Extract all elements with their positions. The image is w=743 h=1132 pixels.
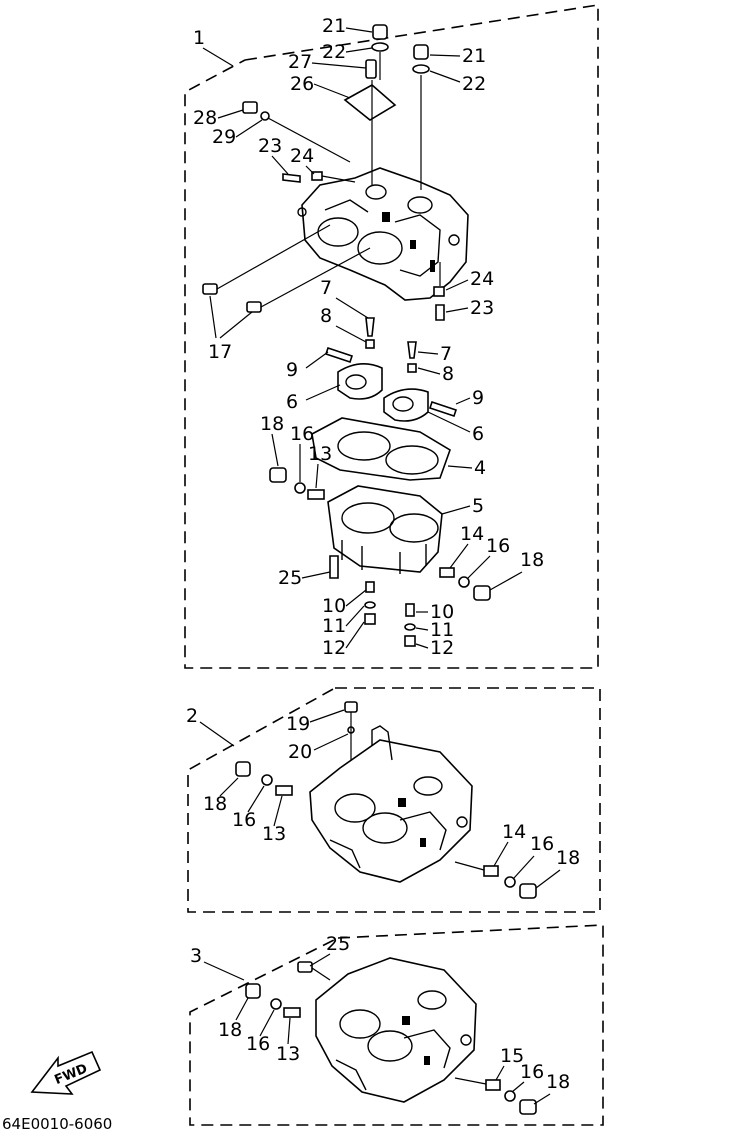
part-label: 6 [286, 391, 298, 413]
part-label: 18 [546, 1071, 570, 1093]
part-label: 29 [212, 126, 236, 148]
part-label: 4 [474, 457, 486, 479]
part-label: 24 [290, 145, 314, 167]
bottom-parts-group1 [329, 555, 416, 647]
part-label: 20 [288, 741, 312, 763]
part-label: 13 [308, 443, 332, 465]
part-label: 11 [430, 619, 454, 641]
side-fasteners-left [202, 101, 371, 313]
part-label: 21 [462, 45, 486, 67]
part-label: 22 [462, 73, 486, 95]
group-label-2: 2 [186, 705, 198, 727]
part-label: 15 [500, 1045, 524, 1067]
group-label-1: 1 [193, 27, 205, 49]
part-label: 9 [286, 359, 298, 381]
carburetor-assembly-3 [315, 957, 477, 1103]
part-label: 7 [320, 277, 332, 299]
part-label: 17 [208, 341, 232, 363]
part-label: 28 [193, 107, 217, 129]
assembly-1-boundary [184, 4, 599, 669]
assembly-1: 1 [184, 4, 599, 669]
part-label: 25 [326, 933, 350, 955]
group-label-3: 3 [190, 945, 202, 967]
part-label: 21 [322, 15, 346, 37]
part-label: 26 [290, 73, 314, 95]
part-label: 18 [203, 793, 227, 815]
part-label: 16 [520, 1061, 544, 1083]
part-label: 16 [246, 1033, 270, 1055]
part-label: 27 [288, 51, 312, 73]
fasteners-assembly-3 [245, 961, 537, 1115]
part-label: 9 [472, 387, 484, 409]
float-components [324, 317, 458, 422]
part-label: 8 [442, 363, 454, 385]
part-label: 5 [472, 495, 484, 517]
assembly-2: 2 19 20 [186, 687, 601, 913]
forward-direction-arrow: FWD [30, 1050, 102, 1095]
gasket [311, 417, 451, 481]
part-label: 18 [520, 549, 544, 571]
assembly-2-labels: 19 20 18 16 13 14 16 18 [203, 709, 580, 889]
assembly-3-labels: 25 18 16 13 15 16 18 [218, 933, 570, 1105]
assembly-3-boundary [189, 924, 604, 1126]
top-fasteners [343, 24, 430, 190]
assembly-3: 3 25 18 1 [189, 924, 604, 1126]
side-fasteners-right [433, 262, 445, 321]
part-label: 19 [286, 713, 310, 735]
part-label: 12 [322, 637, 346, 659]
part-label: 10 [322, 595, 346, 617]
left-screws-group1 [269, 467, 325, 500]
part-label: 12 [430, 637, 454, 659]
part-label: 14 [502, 821, 526, 843]
part-label: 6 [472, 423, 484, 445]
part-label: 22 [322, 41, 346, 63]
part-label: 18 [556, 847, 580, 869]
assembly-2-boundary [187, 687, 601, 913]
carburetor-assembly-2 [309, 725, 473, 883]
part-label: 11 [322, 615, 346, 637]
part-label: 25 [278, 567, 302, 589]
part-label: 24 [470, 268, 494, 290]
part-label: 23 [258, 135, 282, 157]
part-label: 18 [260, 413, 284, 435]
part-label: 18 [218, 1019, 242, 1041]
upper-carburetor-body [297, 167, 469, 301]
float-chamber [327, 485, 443, 574]
part-label: 16 [232, 809, 256, 831]
part-label: 13 [262, 823, 286, 845]
part-label: 16 [290, 423, 314, 445]
part-label: 14 [460, 523, 484, 545]
part-label: 7 [440, 343, 452, 365]
part-label: 13 [276, 1043, 300, 1065]
assembly-1-labels: 21 22 21 22 27 26 28 29 23 24 24 23 17 [193, 15, 544, 659]
right-screws-group1 [439, 567, 491, 601]
part-label: 23 [470, 297, 494, 319]
fasteners-assembly-2 [235, 701, 537, 899]
catalog-code: 64E0010-6060 [2, 1115, 112, 1132]
part-label: 16 [486, 535, 510, 557]
part-label: 16 [530, 833, 554, 855]
part-label: 10 [430, 601, 454, 623]
part-label: 8 [320, 305, 332, 327]
